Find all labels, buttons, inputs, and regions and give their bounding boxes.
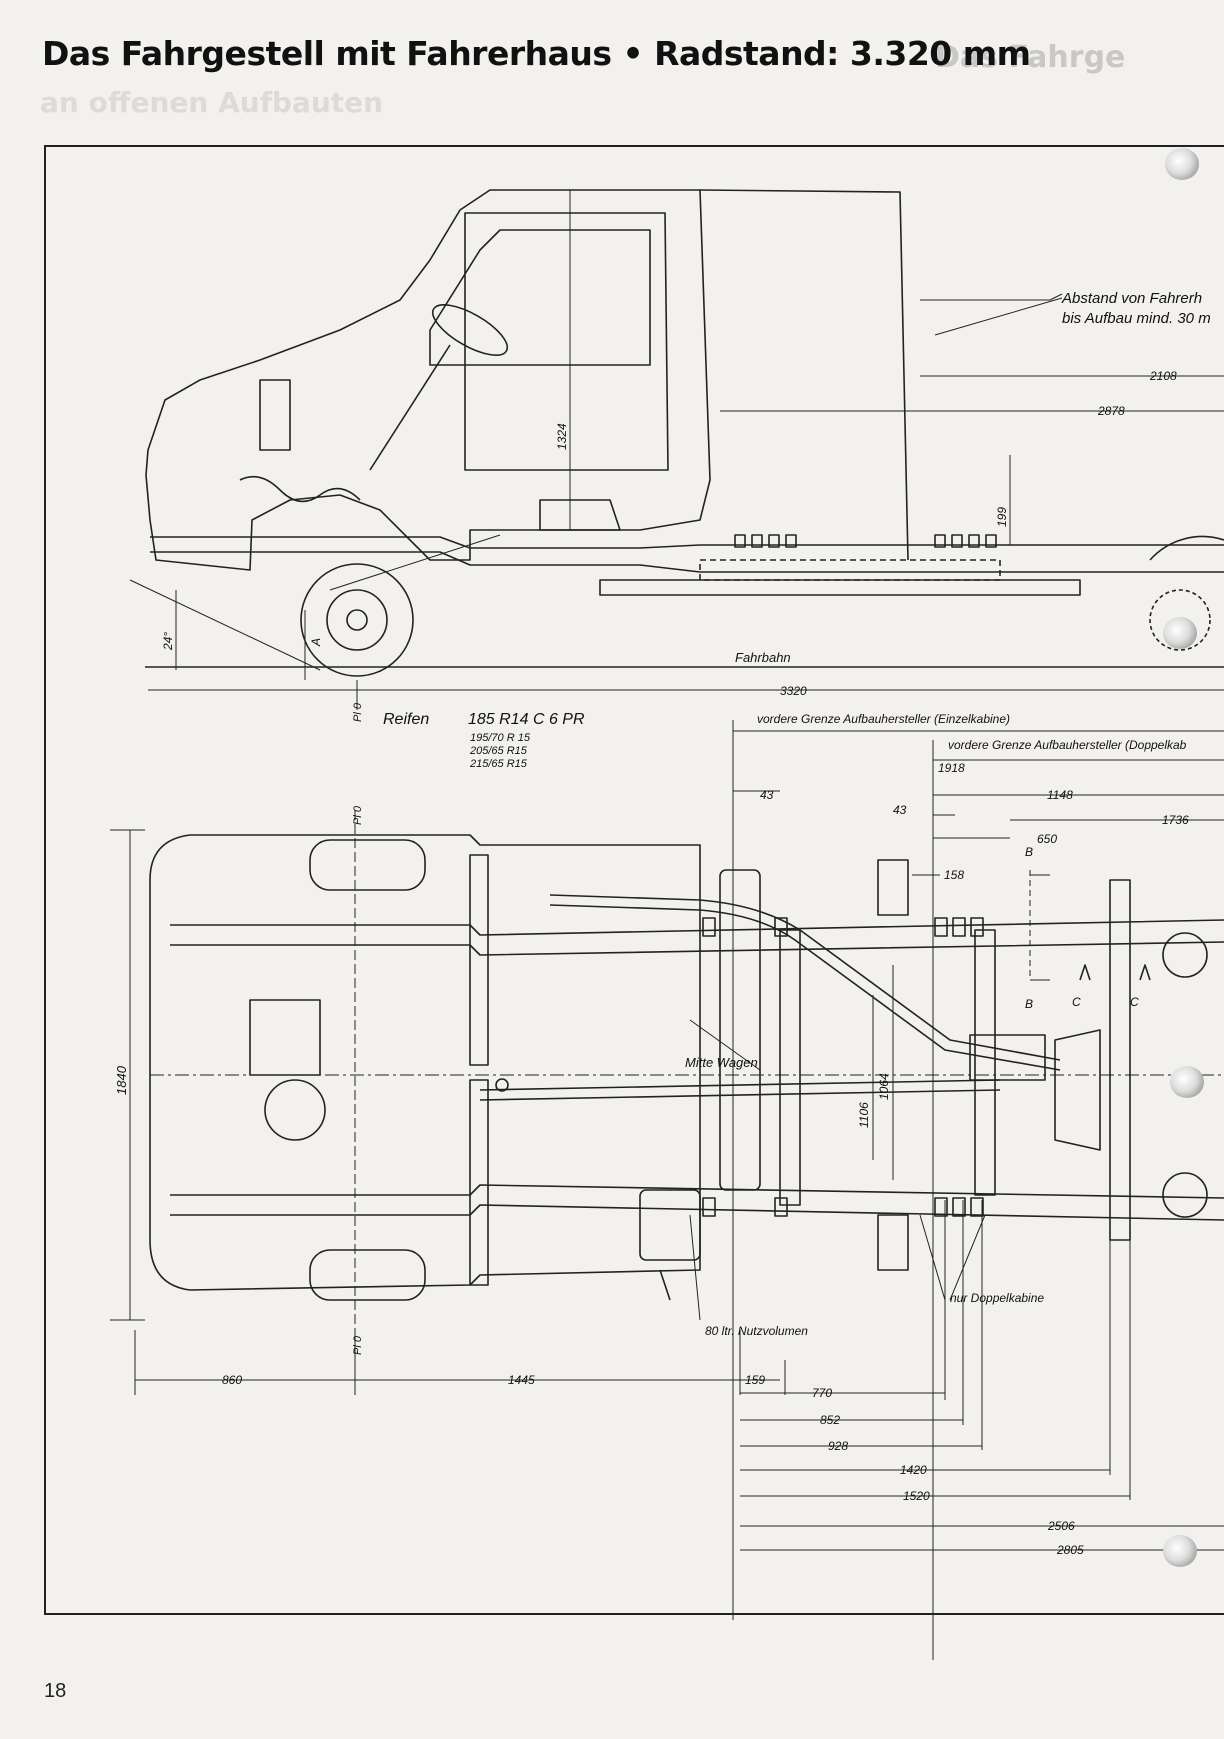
drawing-frame	[44, 145, 1224, 1615]
fuel-volume-label: 80 ltr. Nutzvolumen	[705, 1324, 808, 1338]
dim-2878: 2878	[1097, 404, 1125, 418]
label-a: A	[309, 638, 323, 647]
ghost-title: Das Fahrge	[935, 40, 1126, 75]
binder-hole-4	[1163, 1535, 1197, 1567]
binder-hole-1	[1165, 148, 1199, 180]
dim-2805: 2805	[1056, 1543, 1084, 1557]
dim-1420: 1420	[900, 1463, 927, 1477]
clearance-note-1: Abstand von Fahrerh	[1061, 290, 1202, 307]
dim-2108: 2108	[1149, 369, 1177, 383]
dim-860: 860	[222, 1373, 242, 1387]
dim-158: 158	[944, 868, 964, 882]
dim-1736: 1736	[1162, 813, 1189, 827]
binder-hole-2	[1163, 617, 1197, 649]
tyre-main: 185 R14 C 6 PR	[468, 711, 585, 728]
page-number: 18	[44, 1680, 67, 1702]
dim-1324: 1324	[555, 423, 569, 450]
pl0-top-plan: Pl 0	[352, 805, 364, 825]
dim-852: 852	[820, 1413, 840, 1427]
page-title: Das Fahrgestell mit Fahrerhaus • Radstan…	[42, 34, 1031, 73]
binder-hole-3	[1170, 1066, 1204, 1098]
side-view	[129, 189, 1224, 710]
pl0-top-side: Pl 0	[352, 702, 364, 722]
dim-1064: 1064	[877, 1073, 891, 1100]
clearance-note-2: bis Aufbau mind. 30 m	[1062, 310, 1211, 327]
double-cab-label: nur Doppelkabine	[950, 1291, 1044, 1305]
center-label: Mitte Wagen	[685, 1055, 758, 1070]
ghost-subtitle: an offenen Aufbauten	[40, 86, 384, 119]
tyre-option-2: 205/65 R15	[469, 745, 528, 757]
angle-24: 24°	[161, 632, 175, 651]
dim-2506: 2506	[1047, 1519, 1075, 1533]
dim-650: 650	[1037, 832, 1057, 846]
width-1840: 1840	[114, 1065, 129, 1095]
dim-1520: 1520	[903, 1489, 930, 1503]
dim-1918: 1918	[938, 761, 965, 775]
front-limit-double: vordere Grenze Aufbauhersteller (Doppelk…	[948, 738, 1187, 752]
dim-1445: 1445	[508, 1373, 535, 1387]
plan-view	[110, 720, 1224, 1660]
section-c-2: C	[1130, 995, 1139, 1009]
tyres-label: Reifen	[383, 711, 429, 728]
dim-1148: 1148	[1047, 788, 1073, 802]
front-limit-single: vordere Grenze Aufbauhersteller (Einzelk…	[757, 712, 1010, 726]
wheelbase-dim: 3320	[780, 684, 807, 698]
bottom-dimension-lines	[134, 1200, 1224, 1551]
road-label: Fahrbahn	[735, 650, 791, 665]
section-b-bottom: B	[1025, 997, 1033, 1011]
dim-159: 159	[745, 1373, 765, 1387]
section-b-top: B	[1025, 845, 1033, 859]
pl0-bottom-plan: Pl 0	[352, 1335, 364, 1355]
dim-43-b: 43	[893, 803, 907, 817]
section-c-1: C	[1072, 995, 1081, 1009]
dim-928: 928	[828, 1439, 848, 1453]
dim-43-a: 43	[760, 788, 774, 802]
dim-770: 770	[812, 1386, 832, 1400]
dim-1106: 1106	[857, 1102, 871, 1128]
tyre-option-3: 215/65 R15	[469, 758, 528, 770]
dim-199: 199	[995, 507, 1009, 527]
tyre-option-1: 195/70 R 15	[470, 732, 531, 744]
